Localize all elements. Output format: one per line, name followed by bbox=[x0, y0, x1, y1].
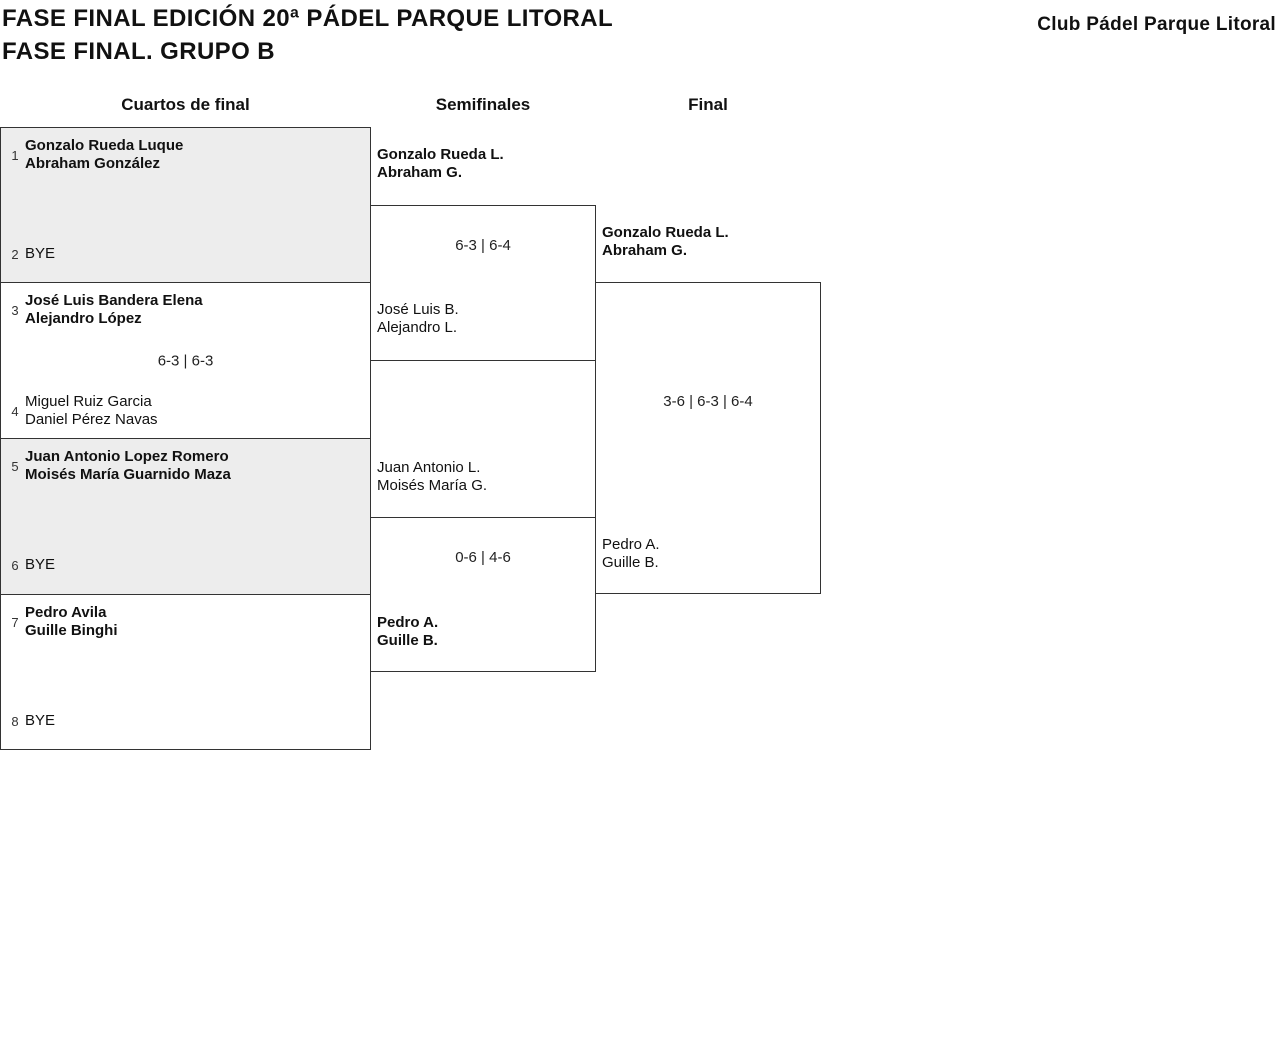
player-1: Juan Antonio Lopez Romero bbox=[25, 448, 229, 465]
player-2: Alejandro López bbox=[25, 310, 142, 327]
player-2: Moisés María Guarnido Maza bbox=[25, 466, 231, 483]
title-line2: FASE FINAL. GRUPO B bbox=[2, 38, 275, 65]
quarterfinal-match-2-box: 3 José Luis Bandera Elena Alejandro Lópe… bbox=[0, 282, 371, 439]
semifinal-1-top-team: Gonzalo Rueda L. Abraham G. bbox=[377, 146, 504, 182]
seed-number: 6 bbox=[11, 557, 19, 573]
player-2: Guille B. bbox=[377, 632, 438, 649]
player-2: Moisés María G. bbox=[377, 477, 488, 494]
team-name: Juan Antonio Lopez Romero Moisés María G… bbox=[25, 448, 231, 484]
seed-number: 4 bbox=[11, 403, 19, 419]
match-score: 6-3 | 6-3 bbox=[157, 352, 214, 369]
player-2: Abraham González bbox=[25, 155, 161, 172]
club-name: Club Pádel Parque Litoral bbox=[1037, 14, 1276, 35]
final-top-team: Gonzalo Rueda L. Abraham G. bbox=[602, 224, 729, 260]
player-1: José Luis Bandera Elena bbox=[25, 292, 203, 309]
player-1: Gonzalo Rueda L. bbox=[377, 146, 504, 163]
player-1: BYE bbox=[25, 556, 56, 573]
seed-number: 2 bbox=[11, 246, 19, 262]
semifinal-2-box: 0-6 | 4-6 bbox=[370, 517, 596, 672]
match-score: 0-6 | 4-6 bbox=[455, 549, 511, 566]
page-title: FASE FINAL EDICIÓN 20ª PÁDEL PARQUE LITO… bbox=[2, 2, 613, 68]
team-name: José Luis Bandera Elena Alejandro López bbox=[25, 292, 203, 328]
bracket-slot-1: 1 Gonzalo Rueda Luque Abraham González bbox=[5, 137, 366, 173]
bracket-slot-8: 8 BYE bbox=[5, 712, 366, 730]
bracket-slot-2: 2 BYE bbox=[5, 245, 366, 263]
seed-number: 7 bbox=[11, 614, 19, 630]
seed-number: 1 bbox=[11, 147, 19, 163]
player-1: José Luis B. bbox=[377, 301, 459, 318]
column-header-final: Final bbox=[688, 95, 728, 114]
seed-number: 8 bbox=[11, 713, 19, 729]
semifinal-1-box: 6-3 | 6-4 bbox=[370, 205, 596, 361]
team-name: Gonzalo Rueda Luque Abraham González bbox=[25, 137, 183, 173]
team-name: Miguel Ruiz Garcia Daniel Pérez Navas bbox=[25, 393, 158, 429]
semifinal-1-bottom-team: José Luis B. Alejandro L. bbox=[377, 301, 459, 337]
quarterfinal-match-1-box: 1 Gonzalo Rueda Luque Abraham González 2… bbox=[0, 127, 371, 283]
bracket-slot-4: 4 Miguel Ruiz Garcia Daniel Pérez Navas bbox=[5, 393, 366, 429]
final-bottom-team: Pedro A. Guille B. bbox=[602, 536, 660, 572]
player-2: Daniel Pérez Navas bbox=[25, 411, 158, 428]
player-1: Pedro A. bbox=[377, 614, 439, 631]
semifinal-2-bottom-team: Pedro A. Guille B. bbox=[377, 614, 438, 650]
column-header-quarterfinals: Cuartos de final bbox=[121, 95, 250, 114]
player-2: Alejandro L. bbox=[377, 319, 458, 336]
column-header-semifinals: Semifinales bbox=[435, 95, 531, 114]
player-1: BYE bbox=[25, 712, 56, 729]
player-1: Juan Antonio L. bbox=[377, 459, 481, 476]
player-1: Miguel Ruiz Garcia bbox=[25, 393, 152, 410]
bracket-slot-5: 5 Juan Antonio Lopez Romero Moisés María… bbox=[5, 448, 366, 484]
player-1: Pedro Avila bbox=[25, 604, 107, 621]
player-2: Guille B. bbox=[602, 554, 659, 571]
seed-number: 3 bbox=[11, 302, 19, 318]
player-2: Abraham G. bbox=[602, 242, 688, 259]
match-score: 6-3 | 6-4 bbox=[455, 237, 511, 254]
final-match-box: 3-6 | 6-3 | 6-4 bbox=[595, 282, 821, 594]
seed-number: 5 bbox=[11, 458, 19, 474]
bracket-slot-7: 7 Pedro Avila Guille Binghi bbox=[5, 604, 366, 640]
match-score: 3-6 | 6-3 | 6-4 bbox=[663, 393, 753, 410]
bracket-slot-6: 6 BYE bbox=[5, 556, 366, 574]
team-name: BYE bbox=[25, 712, 55, 730]
player-1: Gonzalo Rueda Luque bbox=[25, 137, 184, 154]
title-line1: FASE FINAL EDICIÓN 20ª PÁDEL PARQUE LITO… bbox=[2, 5, 614, 32]
team-name: BYE bbox=[25, 245, 55, 263]
player-1: BYE bbox=[25, 245, 56, 262]
player-2: Guille Binghi bbox=[25, 622, 118, 639]
bracket-slot-3: 3 José Luis Bandera Elena Alejandro Lópe… bbox=[5, 292, 366, 328]
player-1: Pedro A. bbox=[602, 536, 660, 553]
team-name: BYE bbox=[25, 556, 55, 574]
semifinal-2-top-team: Juan Antonio L. Moisés María G. bbox=[377, 459, 487, 495]
player-1: Gonzalo Rueda L. bbox=[602, 224, 729, 241]
quarterfinal-match-4-box: 7 Pedro Avila Guille Binghi 8 BYE bbox=[0, 594, 371, 750]
quarterfinal-match-3-box: 5 Juan Antonio Lopez Romero Moisés María… bbox=[0, 438, 371, 595]
team-name: Pedro Avila Guille Binghi bbox=[25, 604, 118, 640]
player-2: Abraham G. bbox=[377, 164, 463, 181]
